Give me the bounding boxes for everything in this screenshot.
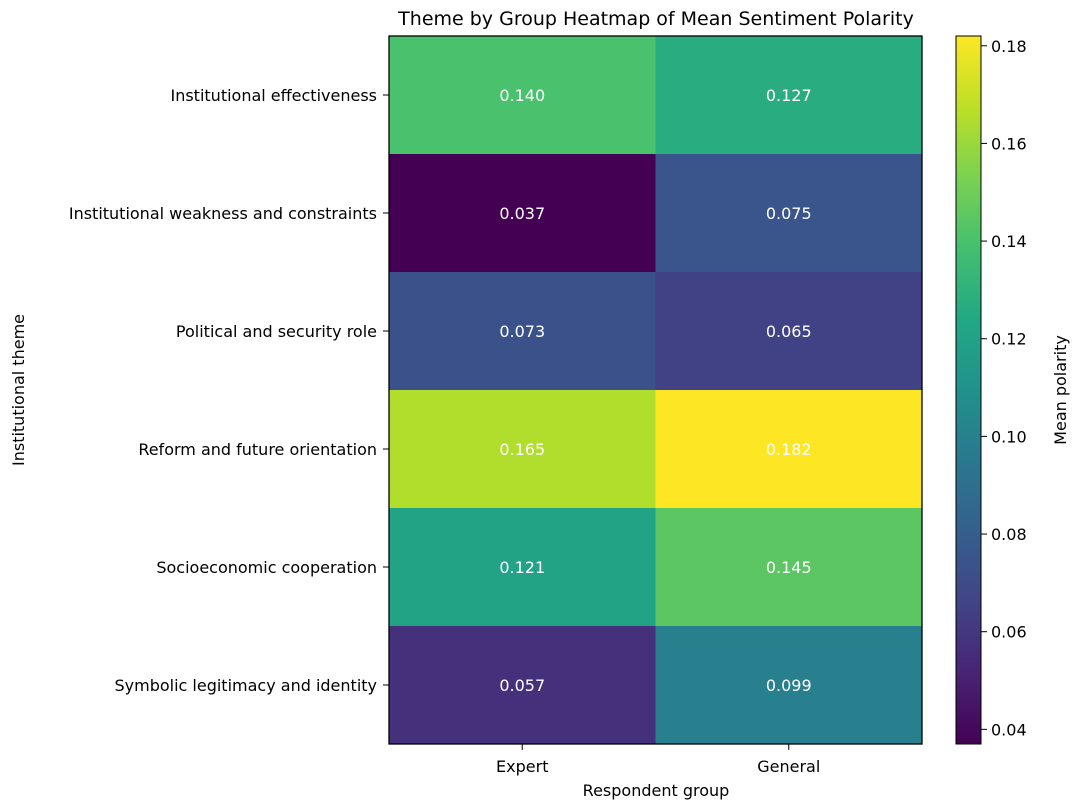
- colorbar-ticks: 0.04 0.06 0.08 0.10 0.12 0.14 0.16 0.18: [981, 37, 1027, 739]
- heatmap-cell: [389, 390, 656, 509]
- cell-value-label: 0.075: [766, 204, 812, 223]
- heatmap-cell: [655, 154, 923, 273]
- y-tick-label: Institutional effectiveness: [170, 86, 377, 105]
- colorbar-tick-label: 0.06: [991, 623, 1027, 642]
- y-axis-label: Institutional theme: [9, 314, 28, 466]
- y-tick-label: Socioeconomic cooperation: [156, 558, 377, 577]
- cell-value-label: 0.182: [766, 440, 812, 459]
- colorbar: [955, 35, 982, 745]
- colorbar-tick-label: 0.16: [991, 134, 1027, 153]
- colorbar-tick-label: 0.10: [991, 427, 1027, 446]
- heatmap-cell: [655, 390, 923, 509]
- cell-value-label: 0.140: [499, 86, 545, 105]
- cell-value-label: 0.073: [499, 322, 545, 341]
- colorbar-tick-label: 0.18: [991, 37, 1027, 56]
- cell-value-label: 0.099: [766, 676, 812, 695]
- plot-frame: [388, 35, 923, 745]
- colorbar-tick-label: 0.08: [991, 525, 1027, 544]
- y-axis-ticks: Institutional effectivenessInstitutional…: [69, 86, 389, 695]
- y-tick-label: Symbolic legitimacy and identity: [114, 676, 377, 695]
- colorbar-label: Mean polarity: [1051, 335, 1070, 445]
- heatmap-cell: [655, 36, 923, 155]
- cell-value-label: 0.127: [766, 86, 812, 105]
- colorbar-tick-label: 0.04: [991, 720, 1027, 739]
- heatmap-cells: 0.140 0.127 0.037 0.075 0.073 0.065 0.165 0.182…: [389, 36, 923, 745]
- heatmap-cell: [389, 154, 656, 273]
- chart-title: Theme by Group Heatmap of Mean Sentiment…: [397, 8, 914, 30]
- colorbar-tick-label: 0.14: [991, 232, 1027, 251]
- heatmap-cell: [389, 508, 656, 627]
- heatmap-cell: [655, 508, 923, 627]
- cell-value-label: 0.065: [766, 322, 812, 341]
- cell-value-label: 0.037: [499, 204, 545, 223]
- cell-value-label: 0.057: [499, 676, 545, 695]
- x-axis-ticks: Expert General: [496, 744, 820, 776]
- heatmap-cell: [389, 36, 656, 155]
- heatmap-cell: [655, 626, 923, 745]
- heatmap-cell: [389, 272, 656, 391]
- y-tick-label: Political and security role: [176, 322, 377, 341]
- heatmap-cell: [389, 626, 656, 745]
- y-tick-label: Institutional weakness and constraints: [69, 204, 377, 223]
- y-tick-label: Reform and future orientation: [138, 440, 377, 459]
- heatmap-cell: [655, 272, 923, 391]
- x-tick-label: Expert: [496, 757, 548, 776]
- colorbar-tick-label: 0.12: [991, 330, 1027, 349]
- x-axis-label: Respondent group: [583, 781, 730, 800]
- cell-value-label: 0.121: [499, 558, 545, 577]
- cell-value-label: 0.145: [766, 558, 812, 577]
- cell-value-label: 0.165: [499, 440, 545, 459]
- x-tick-label: General: [757, 757, 820, 776]
